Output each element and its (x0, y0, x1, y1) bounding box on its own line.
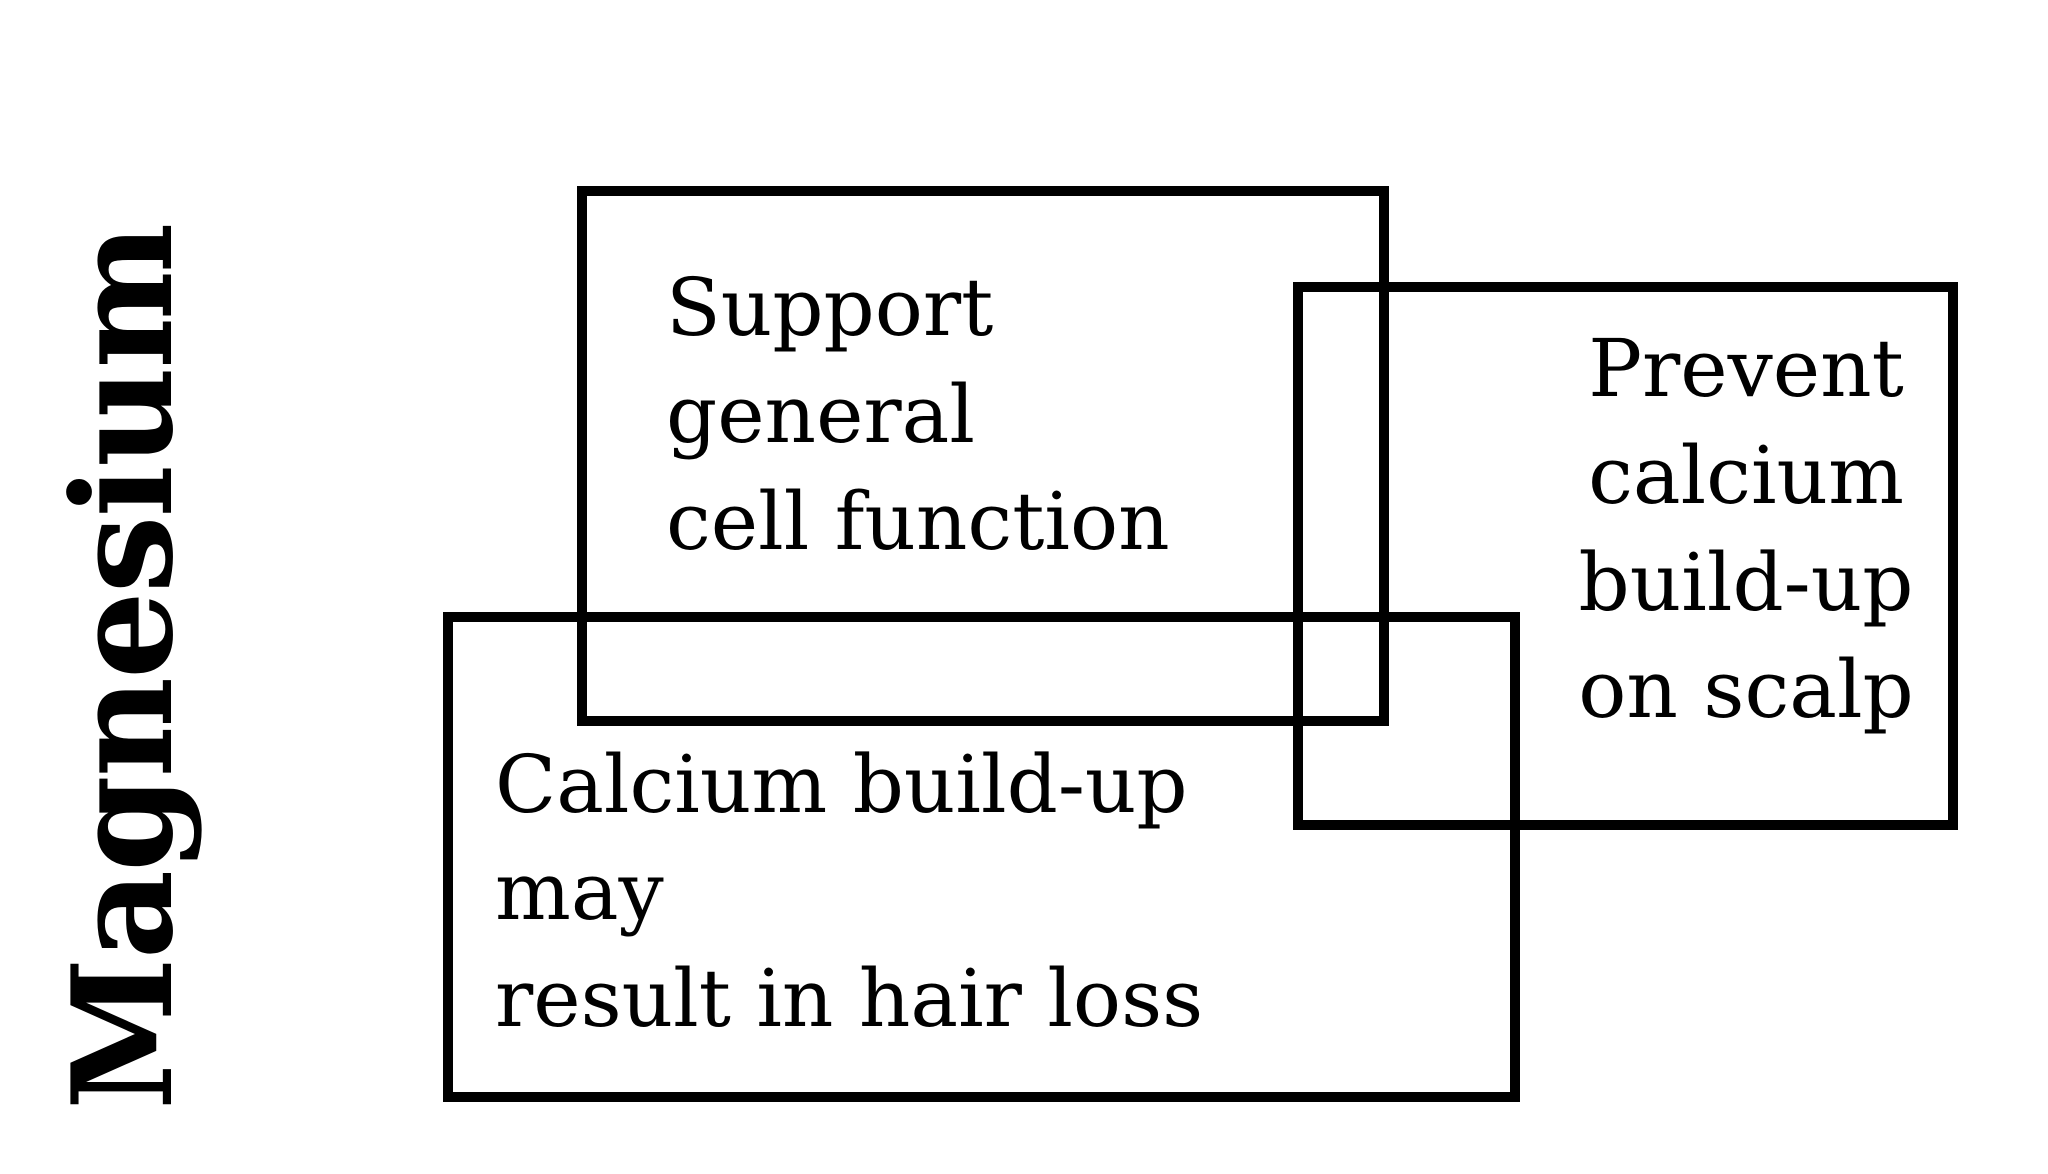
prevent-box-line-3: build-up (1578, 536, 1914, 629)
calcium-build-up-hair-loss-box: Calcium build-up may result in hair loss (443, 612, 1520, 1102)
prevent-box-line-1: Prevent (1588, 322, 1904, 415)
prevent-box-line-2: calcium (1588, 429, 1904, 522)
prevent-calcium-build-up-box: Prevent calcium build-up on scalp (1293, 282, 1958, 830)
calcium-box-text: Calcium build-up may result in hair loss (453, 622, 1510, 1052)
calcium-box-line-1: Calcium build-up (495, 738, 1188, 831)
support-box-text: Support general cell function (587, 196, 1379, 575)
calcium-box-line-3: result in hair loss (495, 952, 1204, 1045)
support-general-cell-function-box: Support general cell function (577, 186, 1389, 726)
prevent-box-text: Prevent calcium build-up on scalp (1303, 292, 1948, 743)
support-box-line-3: cell function (666, 475, 1170, 568)
calcium-box-line-2: may (495, 845, 664, 938)
support-box-line-2: general (666, 368, 975, 461)
magnesium-title: Magnesium (41, 224, 204, 1110)
support-box-line-1: Support (666, 261, 994, 354)
prevent-box-line-4: on scalp (1578, 643, 1914, 736)
